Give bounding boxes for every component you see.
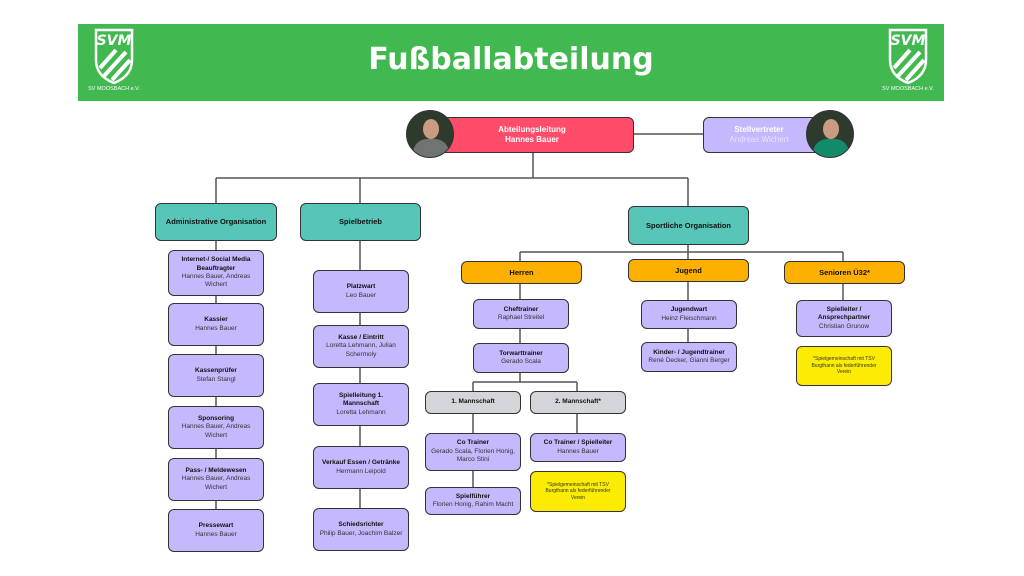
team-2-header: 2. Mannschaft* <box>530 391 626 414</box>
name: Hannes Bauer <box>557 447 599 455</box>
name: Hannes Bauer, Andreas Wichert <box>181 475 251 491</box>
team-1-header: 1. Mannschaft <box>425 391 521 414</box>
club-name: SV MOOSBACH e.V. <box>882 86 934 92</box>
name: Leo Bauer <box>346 291 376 299</box>
note: *Spielgemeinschaft mit TSV Burgthann als… <box>811 356 877 376</box>
role: Jugendwart <box>670 306 708 314</box>
note: *Spielgemeinschaft mit TSV Burgthann als… <box>545 481 611 501</box>
name: Hannes Bauer, Andreas Wichert <box>181 273 251 289</box>
role: Stellvertreter <box>734 124 784 134</box>
name: Loretta Lehmann <box>336 408 386 416</box>
club-name: SV MOOSBACH e.V. <box>88 86 140 92</box>
sport-header: Sportliche Organisation <box>628 206 749 245</box>
role: Torwarttrainer <box>499 349 543 357</box>
name: Gerado Scala <box>501 358 541 365</box>
role: Sponsoring <box>197 414 235 422</box>
header-banner: SVM SV MOOSBACH e.V. Fußballabteilung SV… <box>78 24 944 101</box>
senioren-header: Senioren Ü32* <box>784 261 905 284</box>
name: Christian Grunow <box>818 322 870 330</box>
role: Kasse / Eintritt <box>338 333 384 341</box>
role: Kassenprüfer <box>195 367 237 375</box>
role: Platzwart <box>346 283 376 291</box>
name: Loretta Lehmann, Julian Schermoly <box>326 342 396 358</box>
role: Co Trainer <box>456 439 490 447</box>
name: René Decker, Gianni Berger <box>648 357 730 364</box>
label: 2. Mannschaft* <box>555 398 601 406</box>
admin-header: Administrative Organisation <box>155 203 277 241</box>
herren-header: Herren <box>461 261 582 284</box>
label: Herren <box>509 267 534 277</box>
club-logo-right: SVM SV MOOSBACH e.V. <box>878 28 938 98</box>
role: Kassier <box>204 316 228 324</box>
role: Spielleitung 1. Mannschaft <box>338 391 384 408</box>
shield-logo-icon: SVM <box>94 28 134 84</box>
name: Hannes Bauer <box>505 135 559 144</box>
role: Pressewart <box>198 522 234 530</box>
role: Co Trainer / Spielleiter <box>543 439 613 447</box>
jugend-header: Jugend <box>628 259 749 282</box>
label: Jugend <box>675 265 702 275</box>
label: Spielbetrieb <box>339 217 382 227</box>
name: Gerado Scala, Florien Honig, Marco Stini <box>431 447 515 464</box>
name: Hannes Bauer, Andreas Wichert <box>181 423 251 439</box>
role: Internet-/ Social Media Beauftragter <box>181 256 251 272</box>
name: Raphael Streitel <box>497 314 545 321</box>
role: Kinder- / Jugendtrainer <box>653 348 725 356</box>
avatar-leader <box>406 110 454 158</box>
name: Stefan Stangl <box>196 375 236 383</box>
svg-text:SVM: SVM <box>97 33 132 49</box>
label: 1. Mannschaft <box>451 398 495 406</box>
club-logo-left: SVM SV MOOSBACH e.V. <box>84 28 144 98</box>
role: Schiedsrichter <box>338 521 384 529</box>
label: Sportliche Organisation <box>645 220 731 230</box>
svg-text:SVM: SVM <box>891 33 926 49</box>
footnote-box: *Spielgemeinschaft mit TSV Burgthann als… <box>796 346 892 386</box>
name: Hannes Bauer <box>195 324 237 332</box>
shield-logo-icon: SVM <box>888 28 928 84</box>
role: Abteilungsleitung <box>498 124 566 134</box>
role: Verkauf Essen / Getränke <box>321 459 401 467</box>
name: Philip Bauer, Joachim Balzer <box>319 529 403 537</box>
avatar-deputy <box>806 110 854 158</box>
footnote-box: *Spielgemeinschaft mit TSV Burgthann als… <box>530 471 626 512</box>
role: Pass- / Meldewesen <box>185 466 247 474</box>
name: Andreas Wichert <box>729 135 789 144</box>
name: Hermann Leipold <box>336 467 386 475</box>
page-title: Fußballabteilung <box>368 42 654 77</box>
name: Heinz Fleischmann <box>661 314 717 322</box>
role: Cheftrainer <box>503 305 539 313</box>
name: Hannes Bauer <box>195 530 237 538</box>
name: Florien Honig, Rahim Macht <box>432 501 514 508</box>
label: Administrative Organisation <box>165 217 267 227</box>
role: Spielführer <box>455 492 491 500</box>
label: Senioren Ü32* <box>819 267 870 277</box>
spielbetrieb-header: Spielbetrieb <box>300 203 421 241</box>
role: Spielleiter / Ansprechpartner <box>817 305 871 322</box>
